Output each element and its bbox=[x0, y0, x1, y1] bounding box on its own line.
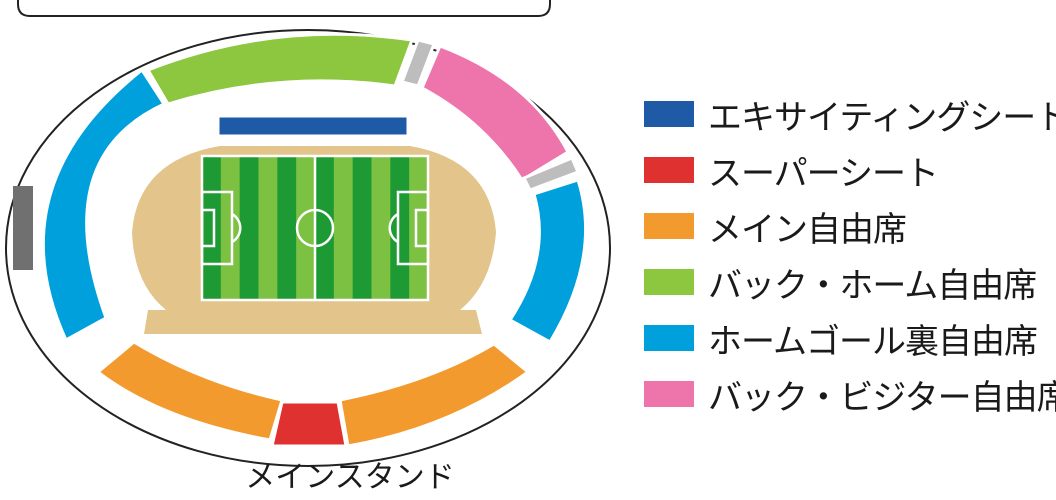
pitch-stripe bbox=[333, 156, 354, 300]
legend-label: バック・ビジター自由席 bbox=[708, 377, 1056, 418]
pitch bbox=[200, 154, 430, 302]
section-gray-right bbox=[521, 156, 580, 192]
legend-item: バック・ビジター自由席 bbox=[644, 366, 1056, 422]
pitch-stripe bbox=[409, 156, 429, 300]
legend-swatch bbox=[644, 213, 694, 239]
section-main-left[interactable] bbox=[95, 340, 284, 442]
pitch-stripe bbox=[390, 156, 410, 300]
section-home-goal-left[interactable] bbox=[41, 67, 167, 343]
pitch-stripe bbox=[352, 156, 372, 300]
legend-swatch bbox=[644, 381, 694, 407]
pitch-stripe bbox=[371, 156, 391, 300]
section-super[interactable] bbox=[270, 400, 348, 448]
callout-box bbox=[17, 0, 551, 17]
pitch-line bbox=[388, 212, 399, 244]
legend-item: ホームゴール裏自由席 bbox=[644, 310, 1056, 366]
section-exciting[interactable] bbox=[216, 114, 410, 138]
legend: エキサイティングシートスーパーシートメイン自由席バック・ホーム自由席ホームゴール… bbox=[644, 86, 1056, 422]
pitch-line bbox=[200, 208, 216, 248]
pitch-stripe bbox=[258, 156, 278, 300]
legend-swatch bbox=[644, 157, 694, 183]
section-back-home[interactable] bbox=[145, 32, 415, 106]
legend-label: バック・ホーム自由席 bbox=[708, 265, 1037, 306]
legend-swatch bbox=[644, 325, 694, 351]
legend-item: スーパーシート bbox=[644, 142, 1056, 198]
legend-item: エキサイティングシート bbox=[644, 86, 1056, 142]
legend-label: ホームゴール裏自由席 bbox=[708, 321, 1038, 362]
stadium-map bbox=[5, 0, 611, 467]
pitch-stripe bbox=[220, 156, 241, 300]
pitch-stripe bbox=[202, 156, 222, 300]
legend-label: エキサイティングシート bbox=[708, 97, 1056, 138]
section-main-right[interactable] bbox=[338, 342, 531, 448]
pitch-line bbox=[231, 212, 242, 244]
section-home-goal-right[interactable] bbox=[507, 178, 588, 345]
legend-swatch bbox=[644, 269, 694, 295]
pitch-stripe bbox=[315, 156, 335, 300]
pitch-stripe bbox=[296, 156, 316, 300]
side-gate bbox=[13, 186, 33, 270]
legend-swatch bbox=[644, 101, 694, 127]
pitch-stripe bbox=[239, 156, 259, 300]
pitch-stripe bbox=[277, 156, 297, 300]
main-stand-label: メインスタンド bbox=[245, 460, 455, 495]
legend-label: スーパーシート bbox=[708, 153, 939, 194]
legend-item: メイン自由席 bbox=[644, 198, 1056, 254]
section-back-visitor[interactable] bbox=[420, 44, 570, 183]
pitch-line bbox=[414, 208, 430, 248]
legend-item: バック・ホーム自由席 bbox=[644, 254, 1056, 310]
pitch-line bbox=[295, 208, 335, 248]
legend-label: メイン自由席 bbox=[708, 209, 907, 250]
section-gray-top bbox=[399, 38, 437, 88]
